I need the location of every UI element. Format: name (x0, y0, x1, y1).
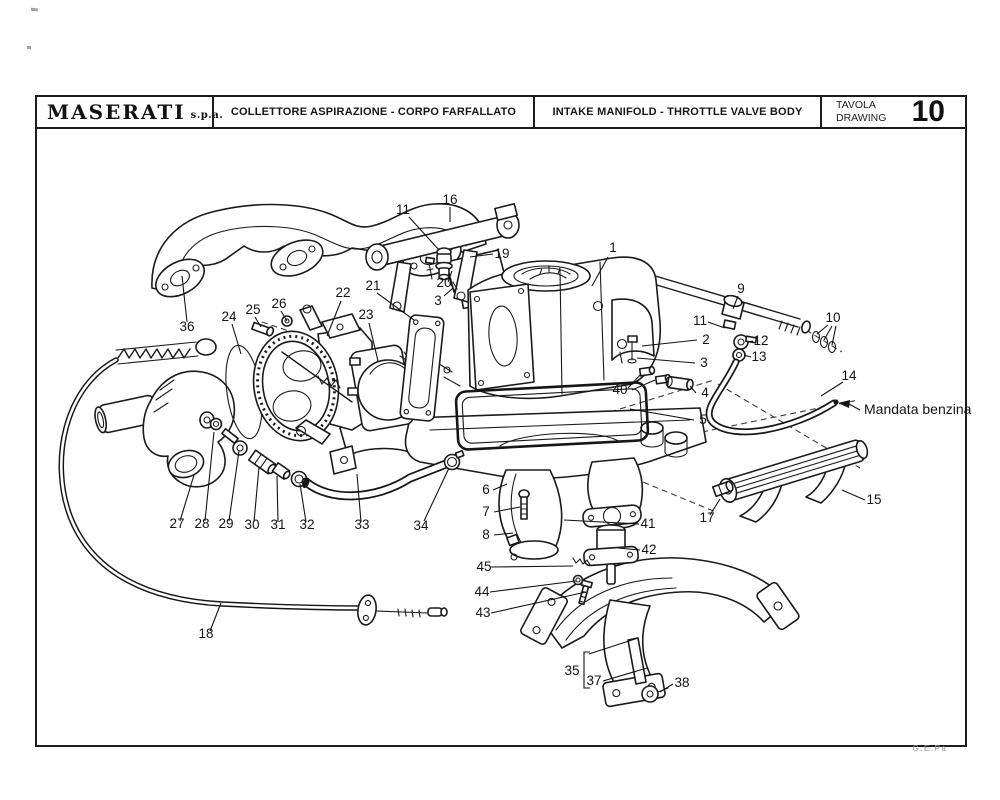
callout-11: 11 (396, 202, 410, 217)
callout-18: 18 (198, 626, 213, 641)
bolt-20 (424, 256, 436, 280)
callout-6: 6 (482, 482, 490, 497)
bypass-hose (301, 449, 465, 501)
fuel-feed-annotation: Mandata benzina (864, 401, 972, 417)
callout-31: 31 (270, 517, 285, 532)
throttle-gasket-plate (399, 314, 445, 422)
callout-16: 16 (442, 192, 457, 207)
callout-33: 33 (354, 517, 369, 532)
callout-30: 30 (244, 517, 259, 532)
throttle-cable (58, 338, 448, 626)
bellmouth (252, 330, 340, 442)
intake-runner-casting (151, 203, 507, 310)
callout-7: 7 (482, 504, 490, 519)
callout-15: 15 (866, 492, 881, 507)
callout-35: 35 (564, 663, 579, 678)
brand-cell: MASERATI s.p.a. (37, 97, 223, 127)
callout-3: 3 (434, 293, 442, 308)
drawing-number: 10 (911, 95, 945, 128)
callout-8: 8 (482, 527, 490, 542)
callout-25: 25 (245, 302, 260, 317)
rail-nut (711, 480, 734, 498)
callout-26: 26 (271, 296, 286, 311)
callout-11b: 11 (693, 313, 707, 328)
drawing-word-italian: TAVOLA (836, 98, 876, 111)
fuel-rail-upper (365, 202, 520, 313)
bolt-2 (627, 335, 638, 364)
callout-3b: 3 (700, 355, 708, 370)
callout-32: 32 (299, 517, 314, 532)
callout-24: 24 (221, 309, 237, 324)
callout-21: 21 (365, 278, 380, 293)
callout-38: 38 (674, 675, 689, 690)
callout-5: 5 (699, 412, 707, 427)
drawing-word-label: TAVOLA DRAWING (836, 99, 886, 125)
callout-40: 40 (612, 382, 627, 397)
callout-1: 1 (609, 240, 617, 255)
drawing-number-cell: TAVOLA DRAWING 10 (822, 95, 965, 128)
callout-42: 42 (641, 542, 656, 557)
callout-43: 43 (475, 605, 490, 620)
title-block: MASERATI s.p.a. COLLETTORE ASPIRAZIONE -… (37, 95, 965, 129)
drawing-word-english: DRAWING (836, 112, 887, 124)
eye-bolt (641, 685, 669, 703)
printer-mark: G.E.Pa (913, 744, 948, 753)
brand-suffix: s.p.a. (190, 110, 224, 121)
brand-name: MASERATI (47, 100, 186, 124)
callout-34: 34 (413, 518, 429, 533)
injector (435, 247, 453, 281)
callout-22: 22 (335, 285, 350, 300)
callout-13: 13 (751, 349, 766, 364)
lower-manifold (329, 381, 707, 561)
callout-44: 44 (474, 584, 490, 599)
callout-14: 14 (841, 368, 857, 383)
callout-37: 37 (586, 673, 601, 688)
lower-curved-manifold (520, 557, 800, 708)
callout-45: 45 (476, 559, 491, 574)
callout-10: 10 (825, 310, 840, 325)
callout-17: 17 (699, 510, 714, 525)
callout-19: 19 (494, 246, 509, 261)
title-italian-cell: COLLETTORE ASPIRAZIONE - CORPO FARFALLAT… (214, 97, 535, 127)
cable-bracket (357, 594, 377, 626)
callout-36: 36 (179, 319, 194, 334)
banjo-fittings-and-hose (705, 319, 839, 436)
throttle-valve-body (225, 304, 461, 445)
fuel-pipe (647, 274, 837, 354)
callout-9: 9 (737, 281, 745, 296)
callout-41: 41 (640, 516, 655, 531)
fuel-rail-lower (711, 439, 869, 523)
callout-4: 4 (701, 385, 709, 400)
leader-lines (179, 207, 866, 693)
callout-27: 27 (169, 516, 184, 531)
bolt-25 (251, 321, 275, 337)
hardware-row (209, 417, 308, 488)
scan-artifacts (27, 7, 39, 49)
title-english-cell: INTAKE MANIFOLD - THROTTLE VALVE BODY (535, 97, 822, 127)
title-italian: COLLETTORE ASPIRAZIONE - CORPO FARFALLAT… (230, 106, 517, 118)
injector-port-parts (572, 504, 642, 606)
callout-23: 23 (358, 307, 373, 322)
callout-29: 29 (218, 516, 233, 531)
runner-left (498, 469, 563, 561)
plenum-chamber (467, 256, 694, 400)
callout-numbers: 1 2 3 3 4 5 6 7 8 9 10 11 11 12 13 14 15… (169, 192, 881, 690)
callout-2: 2 (702, 332, 710, 347)
fitting-4 (665, 375, 694, 392)
callout-28: 28 (194, 516, 209, 531)
bolt-7 (518, 489, 530, 520)
callout-12: 12 (753, 333, 768, 348)
callout-20: 20 (436, 275, 451, 290)
title-english: INTAKE MANIFOLD - THROTTLE VALVE BODY (552, 106, 803, 118)
